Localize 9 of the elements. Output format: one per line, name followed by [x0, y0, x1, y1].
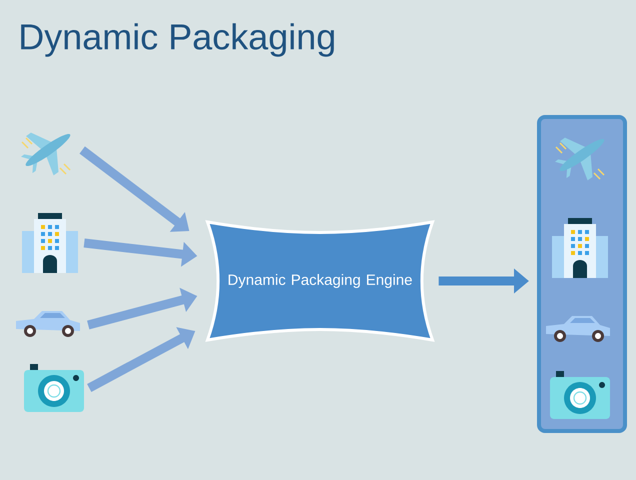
airplane-icon	[554, 138, 605, 180]
airplane-icon	[20, 132, 71, 176]
title: Dynamic Packaging	[21, 23, 334, 57]
car-icon	[546, 316, 610, 342]
hotel-icon	[552, 218, 608, 278]
car-icon	[16, 311, 80, 337]
camera-icon	[550, 371, 610, 419]
hotel-icon	[22, 213, 78, 273]
camera-icon	[24, 364, 84, 412]
